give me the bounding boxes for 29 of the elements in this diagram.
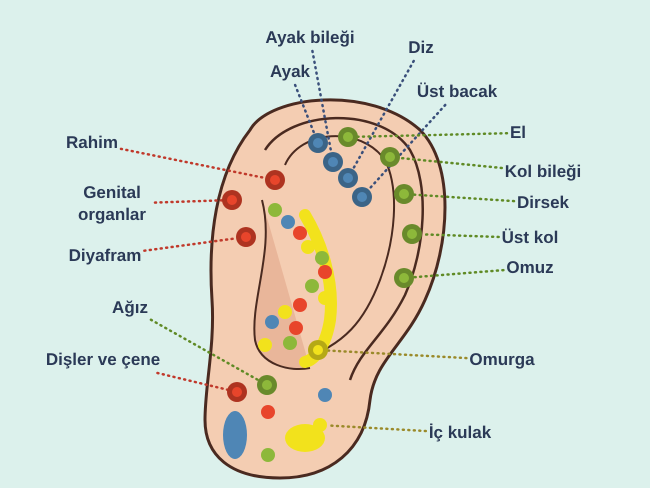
part-label: Üst kol bbox=[502, 227, 558, 249]
part-label: İç kulak bbox=[428, 422, 492, 444]
part-label: Omurga bbox=[469, 349, 535, 371]
leader-line bbox=[326, 349, 468, 360]
leader-line bbox=[356, 132, 508, 138]
part-label: Rahim bbox=[66, 132, 118, 154]
part-label: Diz bbox=[408, 37, 434, 59]
part-label: Kol bileği bbox=[504, 161, 582, 183]
leader-line bbox=[150, 318, 260, 382]
part-label: El bbox=[510, 122, 526, 144]
part-label: Dirsek bbox=[517, 192, 569, 214]
part-label: Omuz bbox=[506, 257, 554, 279]
part-label: Ayak bbox=[270, 61, 310, 83]
leader-line bbox=[412, 193, 516, 202]
leader-line bbox=[120, 148, 266, 180]
leader-line bbox=[154, 199, 224, 204]
part-label: Dişler ve çene bbox=[46, 349, 160, 371]
leader-line bbox=[412, 268, 505, 278]
leader-line bbox=[311, 50, 332, 154]
leader-line bbox=[352, 60, 415, 171]
leader-line bbox=[156, 372, 229, 391]
leader-line bbox=[398, 156, 503, 170]
leader-line bbox=[294, 84, 316, 135]
part-label: Ayak bileği bbox=[265, 27, 355, 49]
leader-line bbox=[367, 104, 446, 191]
part-label: Ağız bbox=[112, 297, 148, 319]
part-label: Genital organlar bbox=[72, 182, 152, 226]
part-label: Üst bacak bbox=[416, 81, 498, 103]
part-label: Diyafram bbox=[68, 245, 142, 267]
